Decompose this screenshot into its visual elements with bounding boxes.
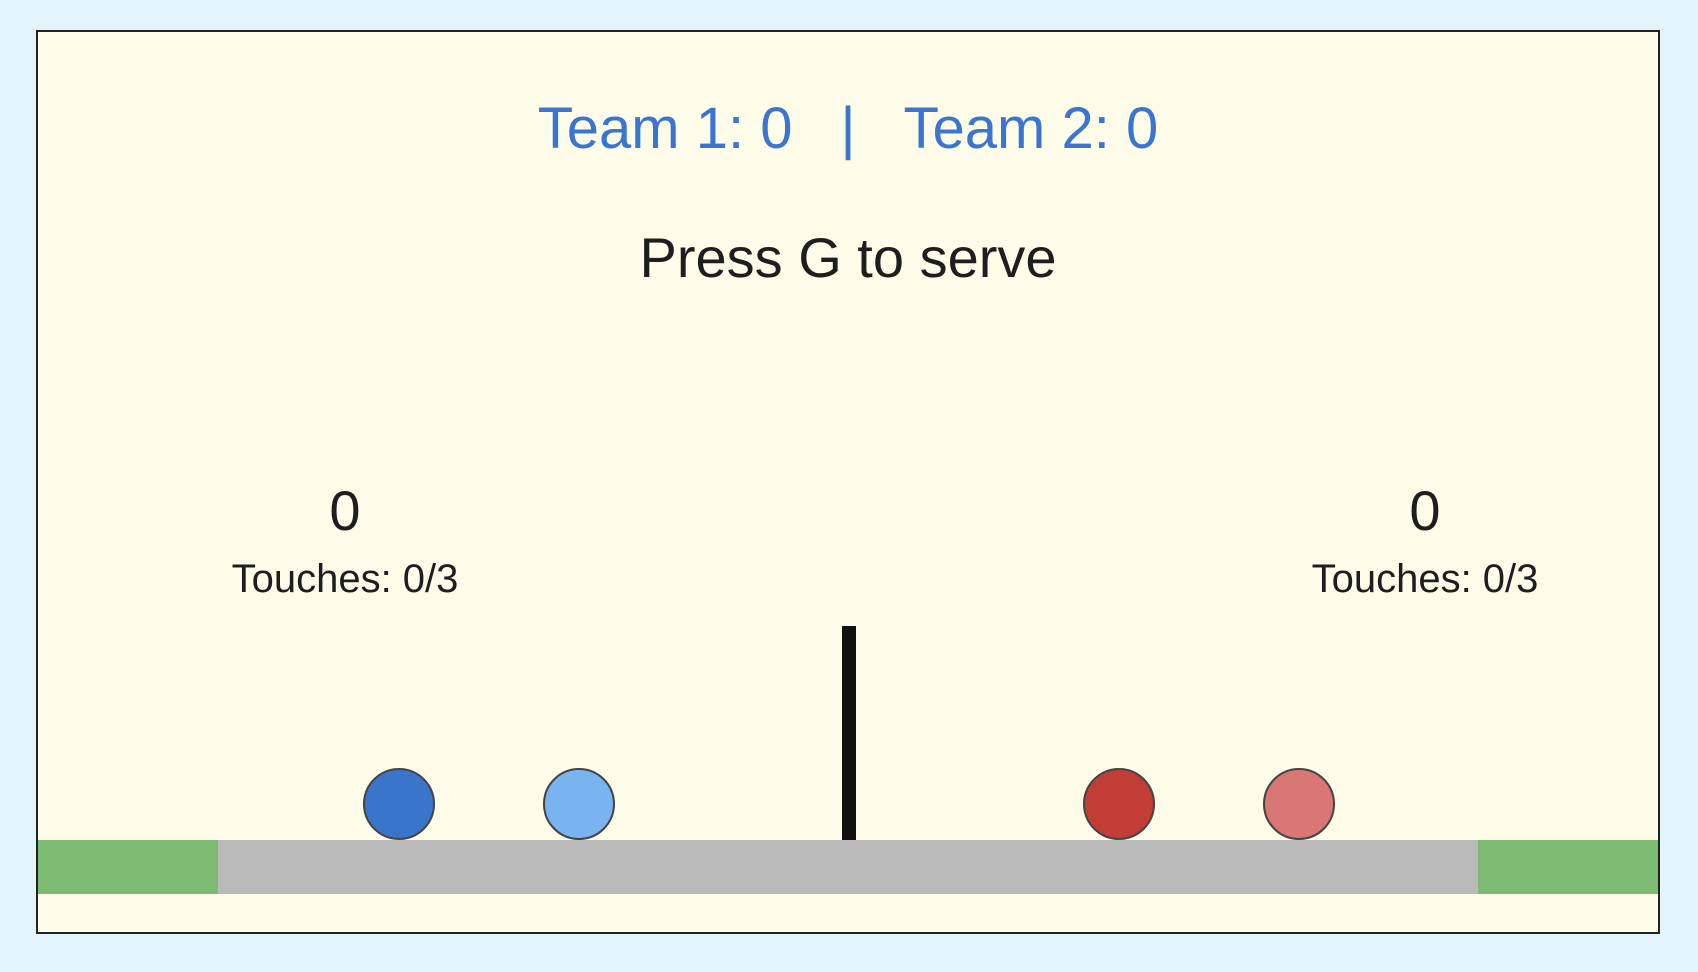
team2-status: 0 Touches: 0/3 (1245, 478, 1605, 604)
court-floor (38, 840, 1658, 894)
team1-status: 0 Touches: 0/3 (165, 478, 525, 604)
team2-player2 (1263, 768, 1335, 840)
score-separator: | (840, 96, 856, 161)
left-out-zone (38, 840, 218, 894)
team2-touches: Touches: 0/3 (1311, 557, 1539, 601)
right-out-zone (1478, 840, 1658, 894)
scoreboard: Team 1: 0 | Team 2: 0 (38, 94, 1658, 164)
team1-player2 (543, 768, 615, 840)
team2-count: 0 (1409, 479, 1441, 542)
team1-touches: Touches: 0/3 (231, 557, 459, 601)
team1-player1 (363, 768, 435, 840)
team2-score: Team 2: 0 (903, 96, 1159, 161)
game-canvas[interactable]: Team 1: 0 | Team 2: 0 Press G to serve 0 T… (36, 30, 1660, 934)
team1-score: Team 1: 0 (537, 96, 793, 161)
net (842, 626, 856, 840)
serve-prompt: Press G to serve (639, 226, 1057, 289)
team1-count: 0 (329, 479, 361, 542)
team2-player1 (1083, 768, 1155, 840)
